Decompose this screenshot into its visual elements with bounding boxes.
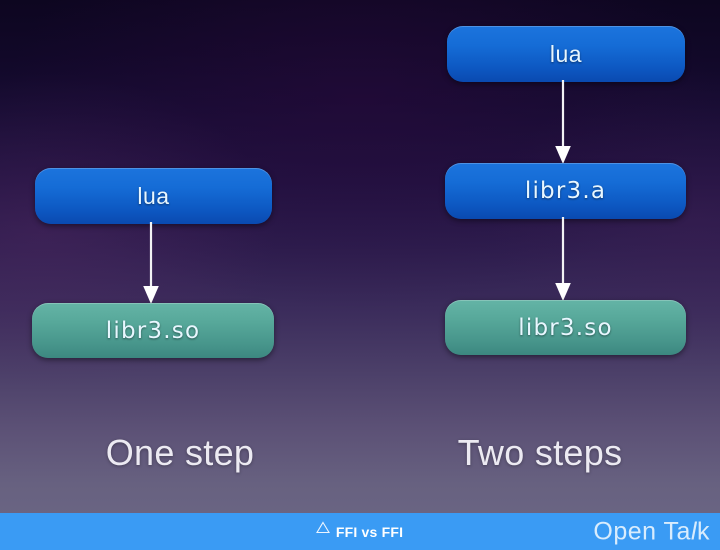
node-label: libr3.so xyxy=(105,317,201,344)
arrow-lua-to-libr3so-left xyxy=(140,222,162,306)
logo-text-slash: l xyxy=(690,517,697,545)
logo-text-first: Open Ta xyxy=(593,517,691,545)
logo-text-last: k xyxy=(697,517,710,545)
triangle-icon xyxy=(315,520,330,537)
open-talk-logo: Open Talk xyxy=(593,517,710,546)
node-libr3a-right[interactable]: libr3.a xyxy=(445,163,686,219)
footer-title: FFI vs FFI xyxy=(335,523,404,540)
node-label: lua xyxy=(137,182,170,209)
diagram-column-two-steps: lua libr3.a libr3.so Two steps xyxy=(360,0,720,513)
node-label: lua xyxy=(549,40,583,67)
node-label: libr3.so xyxy=(518,314,613,341)
caption-one-step: One step xyxy=(105,432,255,473)
diagram-column-one-step: lua libr3.so One step xyxy=(0,0,360,513)
node-lua-right[interactable]: lua xyxy=(447,26,685,82)
node-label: libr3.a xyxy=(524,178,607,204)
node-libr3so-left[interactable]: libr3.so xyxy=(32,303,274,358)
arrow-libr3a-to-libr3so xyxy=(552,217,574,303)
footer-title-group: FFI vs FFI xyxy=(0,513,720,550)
arrow-lua-to-libr3a xyxy=(552,80,574,166)
node-libr3so-right[interactable]: libr3.so xyxy=(445,300,686,355)
caption-two-steps: Two steps xyxy=(457,432,623,473)
node-lua-left[interactable]: lua xyxy=(35,168,272,224)
footer-bar: FFI vs FFI Open Talk xyxy=(0,513,720,550)
